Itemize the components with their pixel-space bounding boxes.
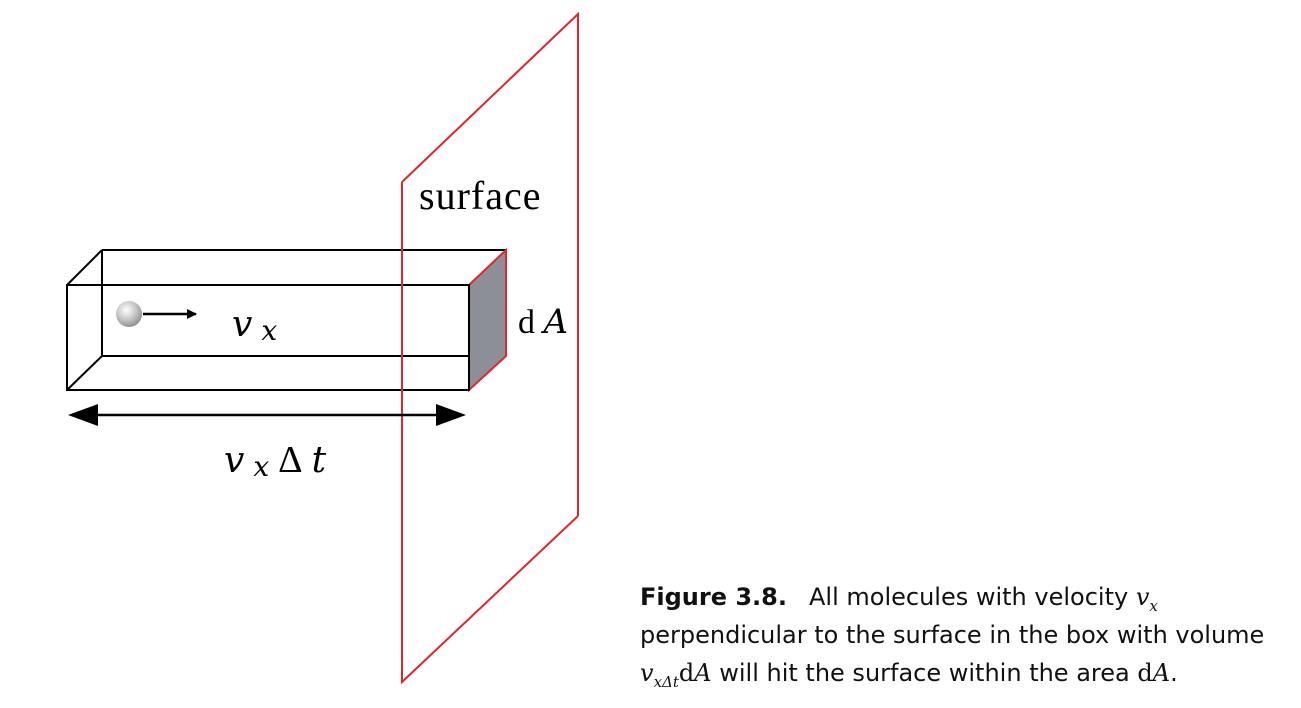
span-double-arrow bbox=[68, 404, 466, 426]
caption-line-3-end-d: d bbox=[1137, 659, 1153, 687]
caption-line-3-v: v bbox=[640, 659, 654, 687]
box-back-edges bbox=[101, 249, 506, 357]
caption-line-3-period: . bbox=[1170, 659, 1178, 687]
caption-line-1: Figure 3.8. All molecules with velocity v… bbox=[640, 578, 1300, 616]
area-dA-face bbox=[468, 247, 507, 393]
caption-line-2-text: perpendicular to the surface in the box … bbox=[640, 621, 1265, 649]
caption-line-3-subscript: xΔt bbox=[653, 672, 679, 691]
velocity-label-v: v bbox=[232, 304, 252, 345]
molecule-ball bbox=[116, 301, 142, 327]
surface-plane-front bbox=[401, 182, 579, 685]
caption-line-3-d: d bbox=[678, 659, 695, 687]
caption-line-3-text: will hit the surface within the area bbox=[711, 659, 1138, 687]
dA-label-A: A bbox=[541, 302, 569, 342]
span-label: v x Δ t bbox=[224, 439, 327, 484]
caption-line-3-end-A: A bbox=[1152, 659, 1171, 687]
dA-label: d A bbox=[518, 302, 568, 342]
surface-label: surface bbox=[419, 173, 541, 218]
span-label-v: v bbox=[224, 440, 244, 481]
span-label-t: t bbox=[312, 440, 327, 481]
caption-figure-label: Figure 3.8. bbox=[640, 583, 787, 611]
caption-line-3: vxΔtdA will hit the surface within the a… bbox=[640, 654, 1300, 692]
caption-line-1-text: All molecules with velocity bbox=[809, 583, 1136, 611]
span-label-delta: Δ bbox=[278, 439, 302, 481]
span-label-subscript: x bbox=[253, 450, 269, 483]
caption-line-1-v: v bbox=[1135, 583, 1150, 611]
caption-line-1-subscript: x bbox=[1149, 596, 1158, 615]
velocity-label: v x bbox=[232, 304, 277, 347]
dA-label-d: d bbox=[518, 304, 535, 341]
caption-line-3-A: A bbox=[694, 659, 712, 687]
velocity-label-subscript: x bbox=[261, 314, 277, 347]
box-front-edges bbox=[66, 249, 470, 391]
figure-caption: Figure 3.8. All molecules with velocity v… bbox=[640, 578, 1300, 692]
caption-line-2: perpendicular to the surface in the box … bbox=[640, 616, 1300, 654]
surface-plane-back bbox=[401, 11, 579, 516]
